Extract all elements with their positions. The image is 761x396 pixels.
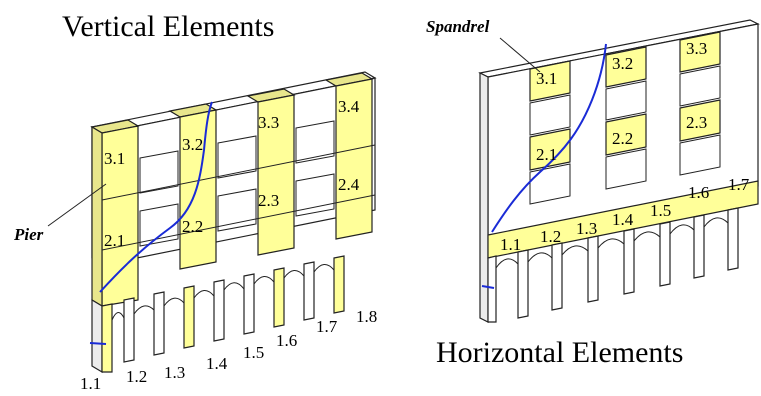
deformation-curve [99,101,213,293]
vertical-elements-panel: Vertical Elements [13,10,377,393]
ground-columns [487,207,739,323]
pier-strip [179,109,217,270]
pier-label: 3.3 [258,113,279,132]
column-label: 1.2 [126,367,147,386]
pier-label: 2.2 [182,217,203,236]
column-label: 1.4 [206,354,228,373]
pier-callout-label: Pier [13,225,44,244]
pier-label: 3.4 [338,97,360,116]
spandrel-panel [529,128,571,171]
wall-side-face [479,72,489,323]
wall-body [101,77,376,266]
vertical-elements-title: Vertical Elements [62,10,274,43]
beam-label: 1.7 [728,175,750,194]
deformation-curve [491,43,607,233]
spandrel-label: 3.3 [686,39,707,58]
column-label: 1.6 [276,331,297,350]
beam-label: 1.3 [576,219,597,238]
pier-label: 3.1 [104,149,125,168]
pier-label: 3.2 [182,135,203,154]
spandrel-label: 3.2 [612,54,633,73]
beam-label: 1.2 [540,227,561,246]
horizontal-elements-panel: Horizontal Elements [426,17,760,369]
pier-group [90,72,374,308]
pier-callout-leader [47,183,107,227]
pier-strip [257,94,295,256]
spandrel-group [487,31,759,259]
spandrel-panel [605,46,647,88]
pier-strip [91,125,103,308]
spandrel-label: 3.1 [536,69,557,88]
spandrel-callout-leader [499,37,541,73]
beam-label: 1.5 [650,201,671,220]
spandrel-panel [679,31,721,73]
column-label: 1.1 [80,374,101,393]
column-label: 1.5 [243,343,264,362]
window-openings [529,65,721,205]
beam-label: 1.1 [500,235,521,254]
beam-label: 1.4 [612,210,634,229]
spandrel-label: 2.3 [686,113,707,132]
spandrel-beam [487,180,759,259]
spandrel-panel [529,60,571,102]
pier-label: 2.1 [104,231,125,250]
window-openings [139,120,335,247]
pier-strip [335,78,373,240]
column-label: 1.8 [356,307,377,326]
spandrel-panel [605,113,647,156]
spandrel-callout-label: Spandrel [426,17,490,36]
pier-label: 2.4 [338,175,360,194]
beam-label: 1.6 [688,183,709,202]
pier-label: 2.3 [258,191,279,210]
spandrel-label: 2.1 [536,145,557,164]
column-label: 1.7 [316,317,338,336]
column-label: 1.3 [164,363,185,382]
horizontal-elements-title: Horizontal Elements [436,336,683,369]
spandrel-panel [679,99,721,142]
ground-columns [91,255,345,374]
spandrel-label: 2.2 [612,129,633,148]
